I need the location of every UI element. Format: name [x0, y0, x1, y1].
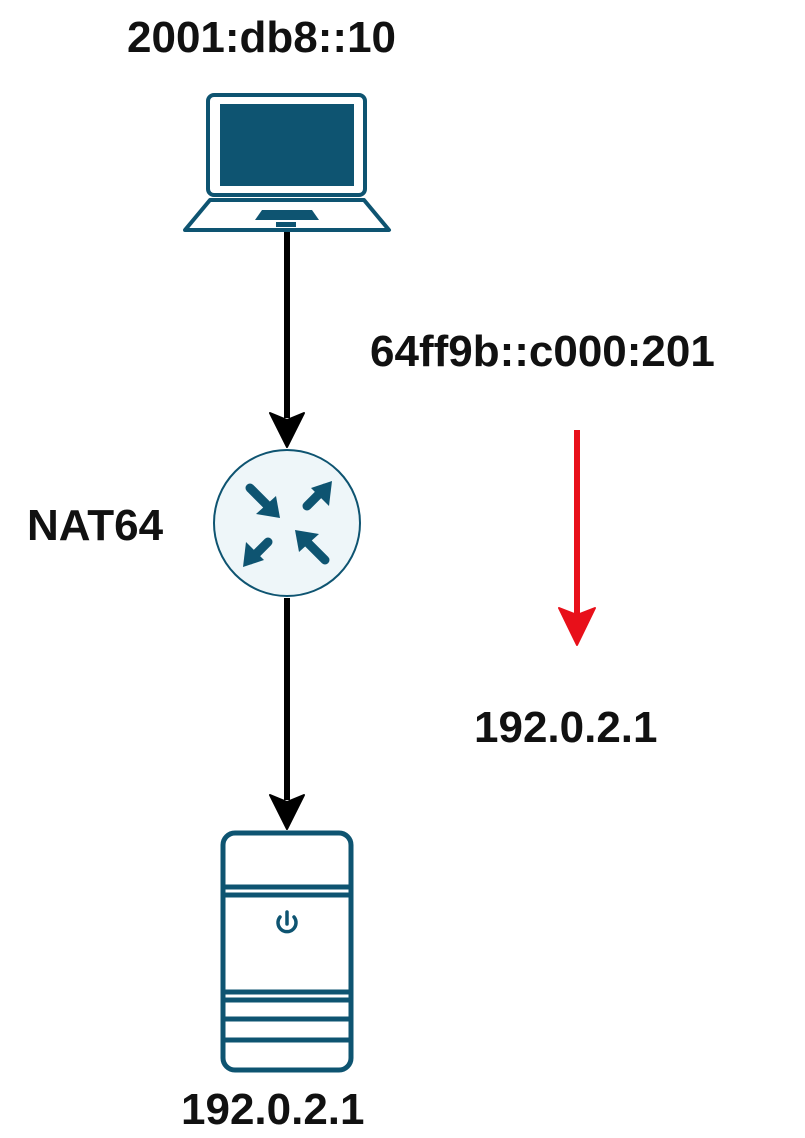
translation-arrow: [558, 430, 596, 646]
router-label: NAT64: [27, 501, 164, 550]
edge-laptop-router: [269, 232, 305, 448]
edge-router-server: [269, 598, 305, 830]
server-icon: [220, 830, 354, 1073]
server-address-label: 192.0.2.1: [181, 1085, 365, 1134]
laptop-icon: [183, 93, 391, 232]
router-icon: [213, 449, 361, 597]
power-icon: [276, 910, 298, 934]
laptop-address-label: 2001:db8::10: [127, 13, 397, 62]
mapped-address-label: 192.0.2.1: [474, 703, 658, 752]
translated-address-label: 64ff9b::c000:201: [370, 327, 715, 376]
